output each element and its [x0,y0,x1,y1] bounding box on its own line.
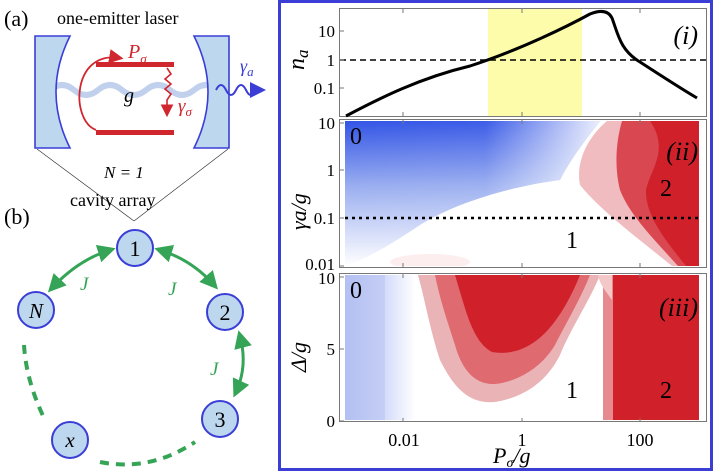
panel-ii-axes [339,119,707,268]
panel-iii-chart: 10 5 0 Δ/g 0 1 2 (iii) 0.01 1 100 Pσ/g [286,269,707,471]
pump-label: Pσ [127,41,147,66]
y-tick-0.1: 0.1 [314,209,335,228]
y-axis-label-delta: Δ/g [286,342,311,373]
panel-a: (a) one-emitter laser Pσ γσ g γa N = 1 c… [4,6,266,222]
coupling-arrow-1-2 [154,244,218,290]
svg-text:N: N [28,299,44,323]
svg-text:2: 2 [220,300,231,325]
y-axis-label-na: na [284,50,312,71]
coupling-J-label-3: J [210,359,220,380]
region-label-2: 2 [660,176,672,202]
decay-arrow-icon [160,67,174,118]
excited-level [96,62,174,67]
panel-i-axes [339,8,707,117]
region-2-red [645,121,699,266]
y-tick-10: 10 [318,269,335,288]
region-label-0: 0 [350,124,362,150]
panel-a-label: (a) [4,6,28,31]
projection-line-right [133,148,229,222]
node-3: 3 [201,400,239,438]
panel-iii-ticks [340,274,641,422]
x-tick-0.01: 0.01 [388,430,420,450]
left-mirror-icon [34,35,72,149]
x-tick-100: 100 [627,430,654,450]
svg-text:3: 3 [215,407,226,432]
ground-level [96,130,174,135]
y-tick-0.1: 0.1 [314,79,335,98]
node-2: 2 [206,293,244,331]
pump-arrow-icon [78,49,124,131]
region-2-right [612,275,699,420]
coupling-J-label-1: J [80,274,90,295]
cavity-array-label: cavity array [70,190,155,210]
panel-i-label: (i) [673,21,698,50]
right-mirror-icon [192,35,230,149]
cavity-field-wave [48,82,220,98]
svg-text:1: 1 [130,236,141,261]
region-label-1: 1 [566,228,578,254]
y-tick-1: 1 [327,161,336,180]
coupling-arrow-1-N [47,244,116,293]
panel-ii-label: (ii) [666,137,698,166]
dashed-link-x-3 [99,440,197,467]
n-equals-one-label: N = 1 [103,163,144,182]
panel-i-chart: 10 1 0.1 na (i) [284,8,707,118]
panel-ii-chart: 10 1 0.1 0.01 γa/g 0 2 1 (ii) [286,114,707,274]
panel-b: (b) J J J 1 N 2 3 x [4,204,252,467]
panel-iii-label: (iii) [659,293,698,322]
decay-label: γσ [178,96,193,119]
y-tick-10: 10 [318,114,335,133]
panel-b-label: (b) [4,204,30,229]
y-axis-label-gamma-a: γa/g [286,193,311,230]
y-tick-0: 0 [327,412,336,431]
panel-a-title: one-emitter laser [57,8,178,28]
y-tick-10: 10 [318,22,335,41]
projection-line-left [36,148,135,222]
coupling-g-label: g [124,85,134,107]
x-tick-1: 1 [518,430,527,450]
coupling-arrow-2-3 [232,330,252,398]
region-label-0: 0 [350,278,362,304]
na-curve [345,9,698,118]
cavity-loss-label: γa [240,56,254,79]
y-tick-5: 5 [327,340,336,359]
region-label-1: 1 [566,378,578,404]
panel-i-ticks [340,9,641,116]
svg-text:x: x [64,428,75,452]
x-axis-label: Pσ/g [492,443,530,471]
node-1: 1 [116,229,154,267]
node-x: x [51,421,89,459]
y-tick-1: 1 [327,51,336,70]
panel-ii-ticks [340,120,641,267]
region-label-2: 2 [660,378,672,404]
y-tick-0.01: 0.01 [305,255,335,274]
panel-iii-axes [339,273,707,422]
output-wave [215,84,255,96]
dashed-link-N-x [22,344,46,419]
node-N: N [17,291,55,329]
coupling-J-label-2: J [168,279,178,300]
region-2-red [455,275,580,353]
